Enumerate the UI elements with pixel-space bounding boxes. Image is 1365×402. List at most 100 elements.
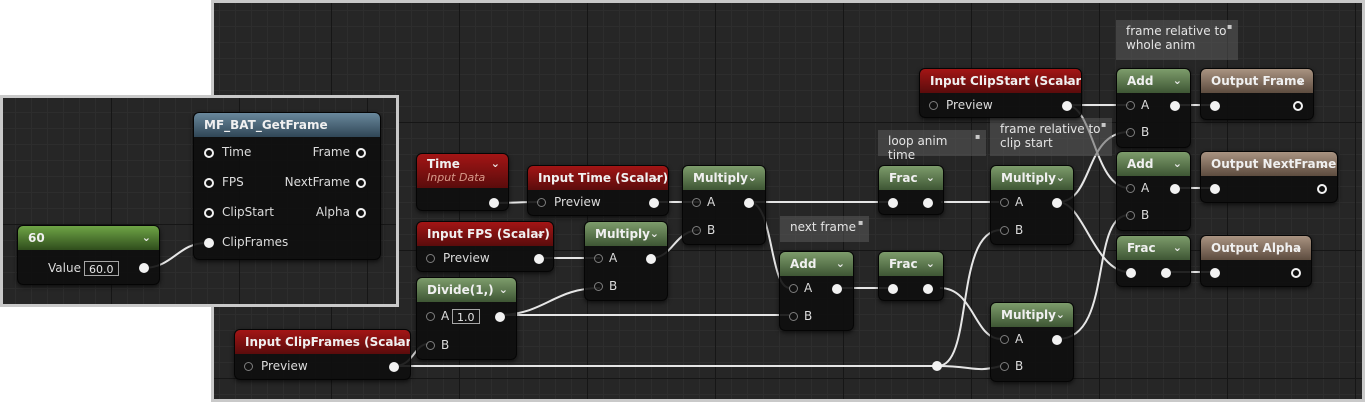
chevron-down-icon[interactable]: ⌄ xyxy=(925,257,935,270)
divide-node[interactable]: Divide(1,) ⌄ A 1.0 B xyxy=(416,277,517,360)
chevron-down-icon[interactable]: ⌄ xyxy=(498,283,508,296)
pin-a-value-input[interactable]: 1.0 xyxy=(452,309,480,324)
chevron-down-icon[interactable]: ⌄ xyxy=(1172,157,1182,170)
multiply-node[interactable]: Multiply ⌄ A B xyxy=(990,165,1074,245)
function-call-node[interactable]: MF_BAT_GetFrame Time FPS ClipStart ClipF… xyxy=(193,112,381,260)
output-pin[interactable] xyxy=(1052,335,1062,345)
input-pin-b[interactable] xyxy=(1126,211,1135,220)
output-pin[interactable] xyxy=(1293,101,1303,111)
chevron-down-icon[interactable]: ⌄ xyxy=(1319,157,1329,170)
comment-frame-relative-whole[interactable]: frame relative to whole anim ▪ xyxy=(1116,20,1238,60)
output-pin[interactable] xyxy=(1317,184,1327,194)
chevron-down-icon[interactable]: ⌄ xyxy=(535,227,545,240)
preview-pin[interactable] xyxy=(537,198,546,207)
frac-node[interactable]: Frac ⌄ xyxy=(878,165,944,215)
input-pin-b[interactable] xyxy=(594,282,603,291)
output-pin[interactable] xyxy=(534,254,544,264)
output-pin[interactable] xyxy=(832,284,842,294)
chevron-down-icon[interactable]: ⌄ xyxy=(141,231,151,244)
comment-bubble-icon[interactable]: ▪ xyxy=(1227,22,1233,31)
output-pin[interactable] xyxy=(646,254,656,264)
output-pin[interactable] xyxy=(1161,268,1171,278)
output-nextframe-node[interactable]: Output NextFrame ⌄ xyxy=(1200,151,1338,203)
input-pin-fps[interactable] xyxy=(204,178,214,188)
value-input[interactable]: 60.0 xyxy=(84,261,119,276)
chevron-down-icon[interactable]: ⌄ xyxy=(392,335,402,348)
reroute-knot[interactable] xyxy=(932,361,942,371)
multiply-node[interactable]: Multiply ⌄ A B xyxy=(990,302,1074,382)
input-pin-b[interactable] xyxy=(1000,226,1009,235)
output-pin[interactable] xyxy=(389,362,399,372)
chevron-down-icon[interactable]: ⌄ xyxy=(1172,241,1182,254)
output-pin[interactable] xyxy=(1291,268,1301,278)
function-call-preview-canvas[interactable]: MF_BAT_GetFrame Time FPS ClipStart ClipF… xyxy=(0,95,399,307)
multiply-node[interactable]: Multiply ⌄ A B xyxy=(682,165,766,245)
input-pin-a[interactable] xyxy=(1000,198,1009,207)
input-clipframes-node[interactable]: Input ClipFrames (Scalar) ⌄ Preview xyxy=(234,329,411,380)
input-clipstart-node[interactable]: Input ClipStart (Scalar) ⌄ Preview xyxy=(919,68,1082,118)
output-pin[interactable] xyxy=(1170,184,1180,194)
input-time-node[interactable]: Input Time (Scalar) ⌄ Preview xyxy=(527,165,669,216)
input-pin-a[interactable] xyxy=(1126,184,1135,193)
output-pin[interactable] xyxy=(923,284,933,294)
input-pin[interactable] xyxy=(1126,268,1136,278)
input-pin[interactable] xyxy=(1210,184,1220,194)
output-frame-node[interactable]: Output Frame ⌄ xyxy=(1200,68,1314,120)
output-pin-alpha[interactable] xyxy=(356,208,366,218)
output-pin[interactable] xyxy=(1170,101,1180,111)
preview-pin[interactable] xyxy=(929,101,938,110)
add-node[interactable]: Add ⌄ A B xyxy=(1116,68,1191,148)
input-pin-time[interactable] xyxy=(204,148,214,158)
chevron-down-icon[interactable]: ⌄ xyxy=(925,171,935,184)
chevron-down-icon[interactable]: ⌄ xyxy=(1055,171,1065,184)
frac-node[interactable]: Frac ⌄ xyxy=(878,251,944,301)
output-pin[interactable] xyxy=(1052,198,1062,208)
chevron-down-icon[interactable]: ⌄ xyxy=(1172,74,1182,87)
chevron-down-icon[interactable]: ⌄ xyxy=(1063,74,1073,87)
output-pin[interactable] xyxy=(139,263,149,273)
comment-bubble-icon[interactable]: ▪ xyxy=(1101,120,1107,129)
input-pin-b[interactable] xyxy=(692,226,701,235)
comment-bubble-icon[interactable]: ▪ xyxy=(975,132,981,141)
output-pin[interactable] xyxy=(649,198,659,208)
input-pin[interactable] xyxy=(1210,268,1220,278)
input-pin-a[interactable] xyxy=(789,284,798,293)
input-pin-b[interactable] xyxy=(426,341,435,350)
add-node[interactable]: Add ⌄ A B xyxy=(779,251,854,331)
frac-node[interactable]: Frac ⌄ xyxy=(1116,235,1191,287)
chevron-down-icon[interactable]: ⌄ xyxy=(1055,308,1065,321)
output-pin-frame[interactable] xyxy=(356,148,366,158)
material-graph-canvas[interactable]: frame relative to whole anim ▪ loop anim… xyxy=(211,0,1365,402)
chevron-down-icon[interactable]: ⌄ xyxy=(490,157,500,170)
comment-bubble-icon[interactable]: ▪ xyxy=(858,218,864,227)
input-pin-a[interactable] xyxy=(1126,101,1135,110)
output-pin[interactable] xyxy=(744,198,754,208)
comment-frame-relative-clip[interactable]: frame relative to clip start ▪ xyxy=(990,118,1112,156)
comment-loop-anim-time[interactable]: loop anim time ▪ xyxy=(878,130,986,162)
output-pin[interactable] xyxy=(495,312,505,322)
input-pin-b[interactable] xyxy=(1126,128,1135,137)
input-pin-a[interactable] xyxy=(426,312,435,321)
input-pin-a[interactable] xyxy=(692,198,701,207)
input-pin-clipframes[interactable] xyxy=(204,238,214,248)
chevron-down-icon[interactable]: ⌄ xyxy=(1295,74,1305,87)
multiply-node[interactable]: Multiply ⌄ A B xyxy=(584,221,668,301)
preview-pin[interactable] xyxy=(426,254,435,263)
preview-pin[interactable] xyxy=(244,362,253,371)
chevron-down-icon[interactable]: ⌄ xyxy=(835,257,845,270)
input-pin[interactable] xyxy=(888,198,898,208)
chevron-down-icon[interactable]: ⌄ xyxy=(1293,241,1303,254)
input-fps-node[interactable]: Input FPS (Scalar) ⌄ Preview xyxy=(416,221,554,272)
add-node[interactable]: Add ⌄ A B xyxy=(1116,151,1191,231)
input-pin-b[interactable] xyxy=(789,312,798,321)
input-pin[interactable] xyxy=(888,284,898,294)
output-pin[interactable] xyxy=(923,198,933,208)
output-pin-nextframe[interactable] xyxy=(356,178,366,188)
input-pin-a[interactable] xyxy=(1000,335,1009,344)
chevron-down-icon[interactable]: ⌄ xyxy=(649,227,659,240)
comment-next-frame[interactable]: next frame ▪ xyxy=(780,216,869,242)
chevron-down-icon[interactable]: ⌄ xyxy=(650,171,660,184)
time-node[interactable]: Time Input Data ⌄ xyxy=(416,153,509,211)
output-pin[interactable] xyxy=(489,198,499,208)
input-pin-b[interactable] xyxy=(1000,362,1009,371)
